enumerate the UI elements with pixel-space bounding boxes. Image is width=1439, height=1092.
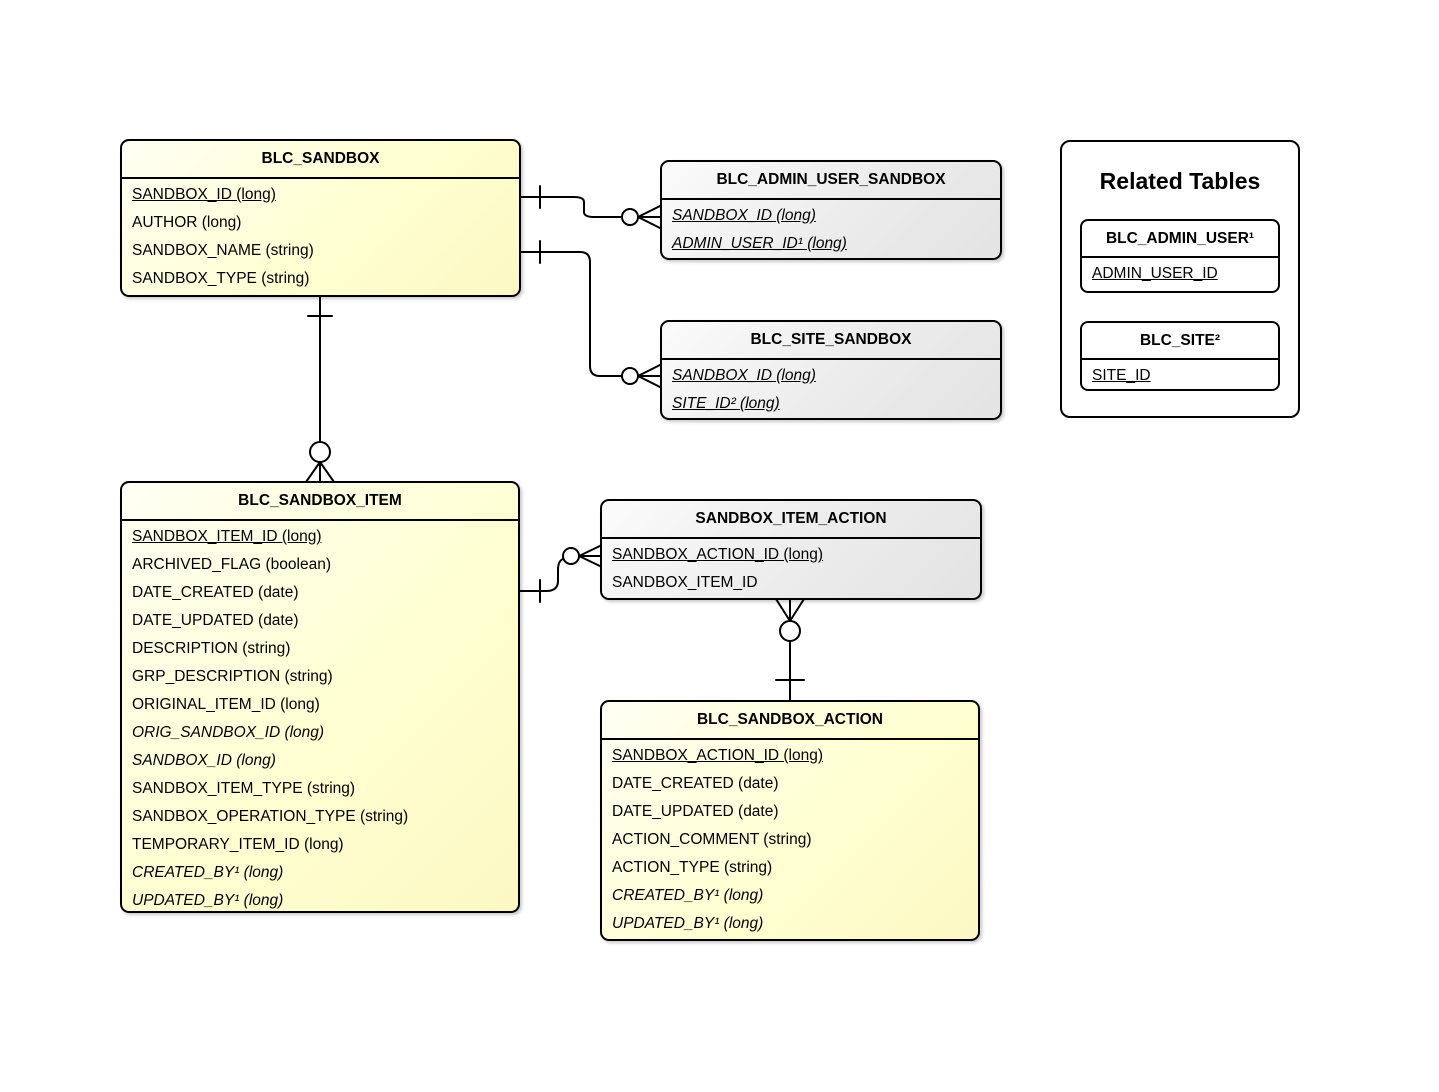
- column-row: DATE_CREATED (date): [612, 775, 779, 792]
- column-row: DATE_UPDATED (date): [132, 612, 299, 629]
- table-title: SANDBOX_ITEM_ACTION: [602, 501, 980, 539]
- relationship-sandbox-item-to-item-action: [518, 544, 603, 603]
- column-row: CREATED_BY¹ (long): [612, 887, 764, 904]
- table-blc-sandbox-action: BLC_SANDBOX_ACTION SANDBOX_ACTION_ID (lo…: [600, 700, 980, 941]
- related-tables-heading: Related Tables: [1099, 168, 1261, 194]
- column-row: SANDBOX_ID (long): [672, 207, 816, 224]
- column-row: SANDBOX_ITEM_ID: [612, 574, 758, 591]
- column-row: SANDBOX_ID (long): [132, 186, 276, 203]
- column-row: ACTION_TYPE (string): [612, 859, 773, 876]
- table-title: BLC_ADMIN_USER¹: [1082, 221, 1278, 258]
- relationship-sandbox-to-site-sandbox: [520, 240, 663, 389]
- column-row: SANDBOX_ID (long): [132, 752, 276, 769]
- column-row: SANDBOX_NAME (string): [132, 242, 314, 259]
- table-sandbox-item-action: SANDBOX_ITEM_ACTION SANDBOX_ACTION_ID (l…: [600, 499, 982, 600]
- column-row: CREATED_BY¹ (long): [132, 864, 284, 881]
- table-blc-site: BLC_SITE² SITE_ID: [1080, 321, 1280, 391]
- column-row: ARCHIVED_FLAG (boolean): [132, 556, 331, 573]
- column-row: ORIG_SANDBOX_ID (long): [132, 724, 325, 741]
- column-row: SANDBOX_OPERATION_TYPE (string): [132, 808, 409, 825]
- table-title: BLC_SANDBOX_ACTION: [602, 702, 978, 740]
- column-row: DESCRIPTION (string): [132, 640, 291, 657]
- table-title: BLC_ADMIN_USER_SANDBOX: [662, 162, 1000, 200]
- table-blc-site-sandbox: BLC_SITE_SANDBOX SANDBOX_ID (long) SITE_…: [660, 320, 1002, 420]
- column-row: GRP_DESCRIPTION (string): [132, 668, 333, 685]
- column-row: UPDATED_BY¹ (long): [132, 892, 284, 909]
- table-title: BLC_SITE_SANDBOX: [662, 322, 1000, 360]
- column-row: SANDBOX_ITEM_ID (long): [132, 528, 322, 545]
- column-row: SANDBOX_ID (long): [672, 367, 816, 384]
- relationship-sandbox-to-admin-user-sandbox: [520, 185, 663, 230]
- column-row: ACTION_COMMENT (string): [612, 831, 812, 848]
- column-row: DATE_CREATED (date): [132, 584, 299, 601]
- table-title: BLC_SITE²: [1082, 323, 1278, 360]
- table-blc-admin-user-sandbox: BLC_ADMIN_USER_SANDBOX SANDBOX_ID (long)…: [660, 160, 1002, 260]
- column-row: ADMIN_USER_ID: [1092, 265, 1218, 282]
- column-row: ORIGINAL_ITEM_ID (long): [132, 696, 320, 713]
- column-row: AUTHOR (long): [132, 214, 242, 231]
- table-title: BLC_SANDBOX_ITEM: [122, 483, 518, 521]
- table-title: BLC_SANDBOX: [122, 141, 519, 179]
- column-row: SANDBOX_ACTION_ID (long): [612, 747, 824, 764]
- column-row: TEMPORARY_ITEM_ID (long): [132, 836, 344, 853]
- column-row: SANDBOX_TYPE (string): [132, 270, 310, 287]
- column-row: SANDBOX_ACTION_ID (long): [612, 546, 824, 563]
- relationship-sandbox-action-to-item-action: [775, 598, 805, 701]
- column-row: UPDATED_BY¹ (long): [612, 915, 764, 932]
- column-row: SANDBOX_ITEM_TYPE (string): [132, 780, 356, 797]
- table-blc-sandbox-item: BLC_SANDBOX_ITEM SANDBOX_ITEM_ID (long) …: [120, 481, 520, 913]
- column-row: ADMIN_USER_ID¹ (long): [672, 235, 847, 252]
- relationship-sandbox-to-sandbox-item: [305, 296, 335, 483]
- column-row: SITE_ID² (long): [672, 395, 780, 412]
- column-row: SITE_ID: [1092, 367, 1151, 384]
- table-blc-sandbox: BLC_SANDBOX SANDBOX_ID (long) AUTHOR (lo…: [120, 139, 521, 297]
- column-row: DATE_UPDATED (date): [612, 803, 779, 820]
- table-blc-admin-user: BLC_ADMIN_USER¹ ADMIN_USER_ID: [1080, 219, 1280, 293]
